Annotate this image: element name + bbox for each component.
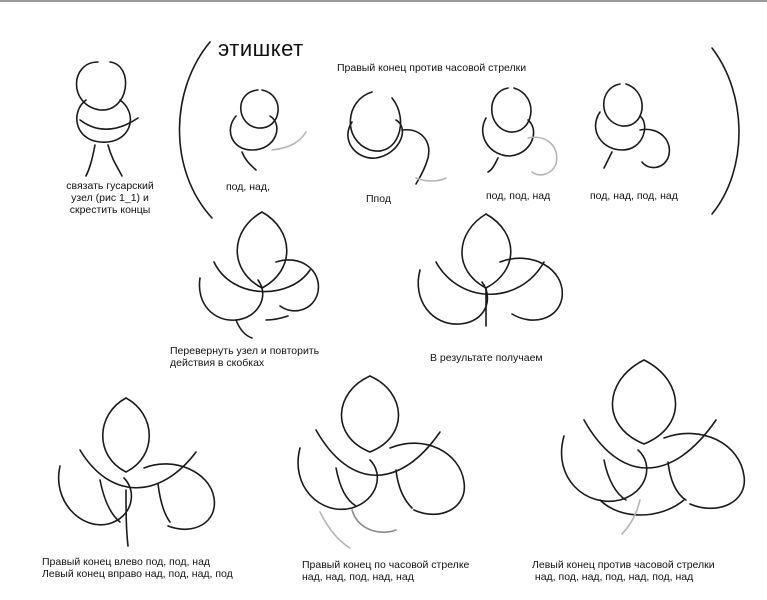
step-8-caption: Правый конец влево под, под, над Левый к… [42, 556, 233, 580]
step-1-line-2: узел (рис 1_1) и [71, 192, 149, 204]
step-6-line-2: действия в скобках [170, 357, 265, 369]
diagram-title: этишкет [218, 36, 304, 61]
step-10-line-2: над, под, над, под, над, под, над [532, 571, 694, 583]
step-5-caption: под, над, под, над [590, 190, 678, 202]
knot-step-10 [560, 359, 746, 535]
step-10-line-1: Левый конец против часовой стрелки [532, 559, 715, 571]
step-10-caption: Левый конец против часовой стрелки над, … [532, 559, 715, 583]
knot-step-6 [198, 211, 320, 339]
step-6-caption: Перевернуть узел и повторить действия в … [170, 345, 319, 369]
top-border [0, 0, 767, 2]
knot-step-9 [297, 375, 466, 549]
step-7-caption: В результате получаем [430, 352, 543, 364]
step-8-line-1: Правый конец влево под, под, над [42, 556, 211, 568]
knot-step-4 [481, 87, 558, 176]
step-9-line-1: Правый конец по часовой стрелке [302, 559, 470, 571]
step-4-caption: под, под, над [486, 190, 551, 202]
step-2-caption: под, над, [226, 181, 270, 193]
knot-step-5 [594, 83, 671, 169]
bracket-caption: Правый конец против часовой стрелки [337, 62, 527, 74]
step-9-line-2: над, над, под, над, над [302, 571, 414, 583]
step-1-caption: связать гусарский узел (рис 1_1) и скрес… [52, 180, 168, 216]
knot-step-8 [57, 397, 216, 547]
left-parenthesis [178, 41, 213, 219]
knot-step-2 [229, 89, 307, 171]
step-3-caption: Ппод [366, 193, 391, 205]
knot-step-1 [75, 61, 139, 177]
step-8-line-2: Левый конец вправо над, под, над, под [42, 568, 233, 580]
knot-step-7 [417, 213, 563, 327]
step-1-line-1: связать гусарский [66, 180, 154, 192]
step-6-line-1: Перевернуть узел и повторить [170, 345, 320, 357]
step-9-caption: Правый конец по часовой стрелке над, над… [302, 559, 469, 583]
right-parenthesis [711, 47, 740, 215]
knot-step-3 [347, 91, 447, 185]
step-1-line-3: скрестить концы [69, 204, 151, 216]
